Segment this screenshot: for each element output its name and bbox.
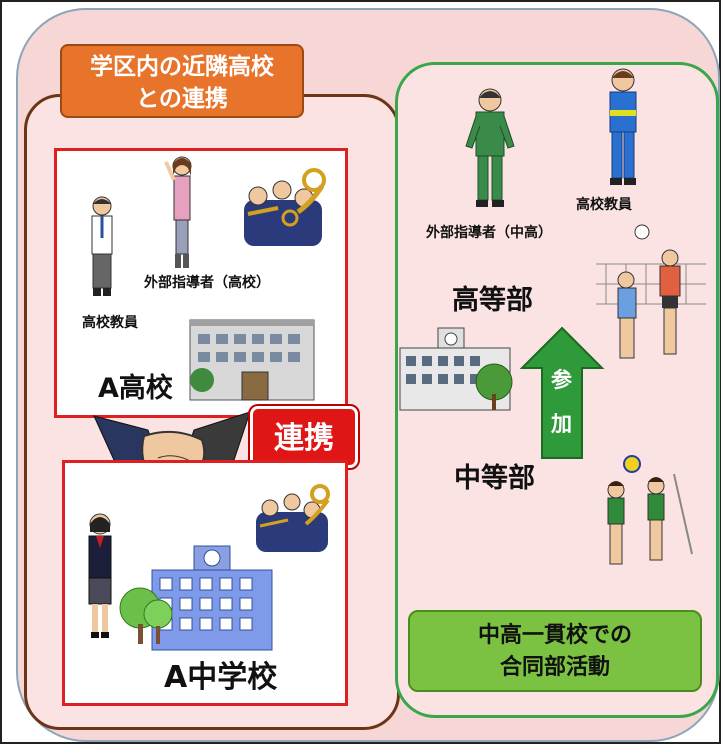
volleyball-players-icon	[596, 224, 706, 359]
high-school-building-icon	[189, 319, 315, 401]
right-teacher-label: 高校教員	[576, 197, 632, 213]
high-school-name: A高校	[98, 373, 173, 404]
arrow-text-line1: 参	[551, 368, 572, 392]
bottom-label-line1: 中高一貫校での	[477, 623, 632, 648]
title-line1: 学区内の近隣高校	[90, 54, 274, 80]
high-division-label: 高等部	[452, 285, 533, 316]
school-building-icon	[399, 327, 513, 411]
middle-school-name: A中学校	[164, 660, 278, 695]
high-teacher-label: 高校教員	[82, 315, 138, 331]
participation-arrow-icon	[519, 326, 605, 459]
joint-club-activity-box: 中高一貫校での 合同部活動	[408, 610, 702, 692]
external-coach-high-label: 外部指導者（高校）	[144, 275, 270, 291]
student-figure-icon	[88, 513, 112, 638]
middle-school-building-icon	[151, 545, 273, 651]
coach-tracksuit-icon	[465, 88, 515, 207]
brass-band-icon	[244, 168, 326, 246]
partnership-badge: 連携	[248, 404, 360, 470]
volleyball-players-icon	[607, 455, 693, 565]
external-coach-both-label: 外部指導者（中高）	[426, 225, 552, 241]
female-coach-icon	[164, 156, 192, 268]
title-box: 学区内の近隣高校 との連携	[60, 44, 304, 118]
teacher-figure-icon	[91, 196, 113, 296]
tree-icon	[119, 587, 173, 644]
brass-band-icon	[256, 484, 330, 552]
middle-division-label: 中等部	[454, 463, 535, 494]
teacher-whistle-icon	[609, 68, 637, 185]
title-line2: との連携	[136, 86, 228, 112]
bottom-label-line2: 合同部活動	[499, 655, 610, 680]
arrow-text-line2: 加	[551, 412, 572, 436]
